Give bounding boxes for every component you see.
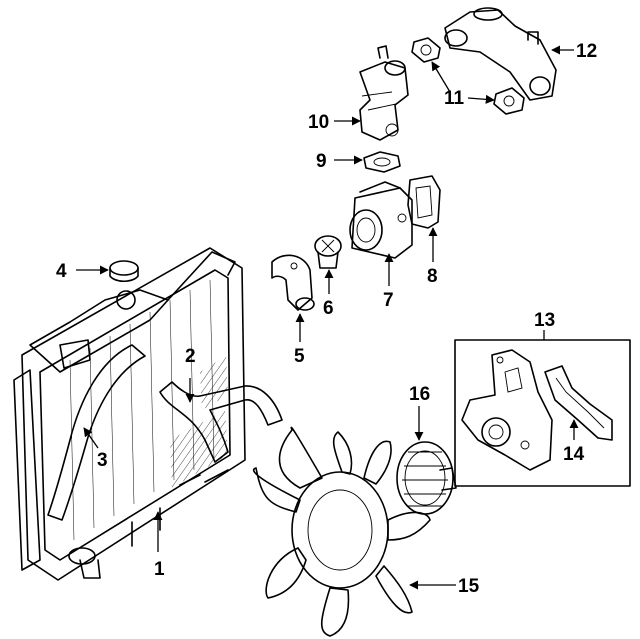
upper-radiator-hose [159,381,283,463]
callout-11: 11 [444,88,465,109]
callout-9: 9 [316,151,327,172]
cooling-fan [252,426,431,637]
outlet-gasket [363,151,401,173]
leader-lines [76,45,579,590]
radiator-cap [109,260,139,283]
radiator-core-fins [69,279,215,541]
water-pump-assembly-box [454,339,631,487]
water-inlet-pipe [359,45,409,141]
callout-12: 12 [576,41,597,62]
callout-labels: 1 2 3 4 5 6 7 8 9 10 11 12 13 14 15 16 [56,41,597,597]
callout-13: 13 [534,310,555,331]
callout-3: 3 [97,450,108,471]
callout-8: 8 [427,266,438,287]
water-pump [461,349,553,471]
callout-15: 15 [458,576,480,597]
callout-14: 14 [563,444,585,465]
radiator-filler-neck [116,290,136,310]
manifold-gasket-upper [411,37,441,63]
callout-16: 16 [409,384,430,405]
water-outlet-pipe [444,7,557,101]
radiator [13,247,246,581]
upper-tank-inlet [59,339,91,369]
thermostat [314,235,342,269]
water-pump-gasket [544,365,613,441]
thermostat-housing [349,181,413,259]
callout-4: 4 [56,261,67,282]
manifold-gasket-lower [493,87,525,115]
callout-6: 6 [323,298,334,319]
callout-7: 7 [383,290,394,311]
callout-1: 1 [154,559,165,580]
callout-5: 5 [294,346,305,367]
housing-gasket [407,175,441,229]
lower-radiator-hose [47,344,146,521]
fan-clutch [396,441,457,515]
callout-2: 2 [185,346,196,367]
radiator-drain-plug [68,547,96,565]
callout-10: 10 [308,112,329,133]
water-outlet [271,254,315,311]
